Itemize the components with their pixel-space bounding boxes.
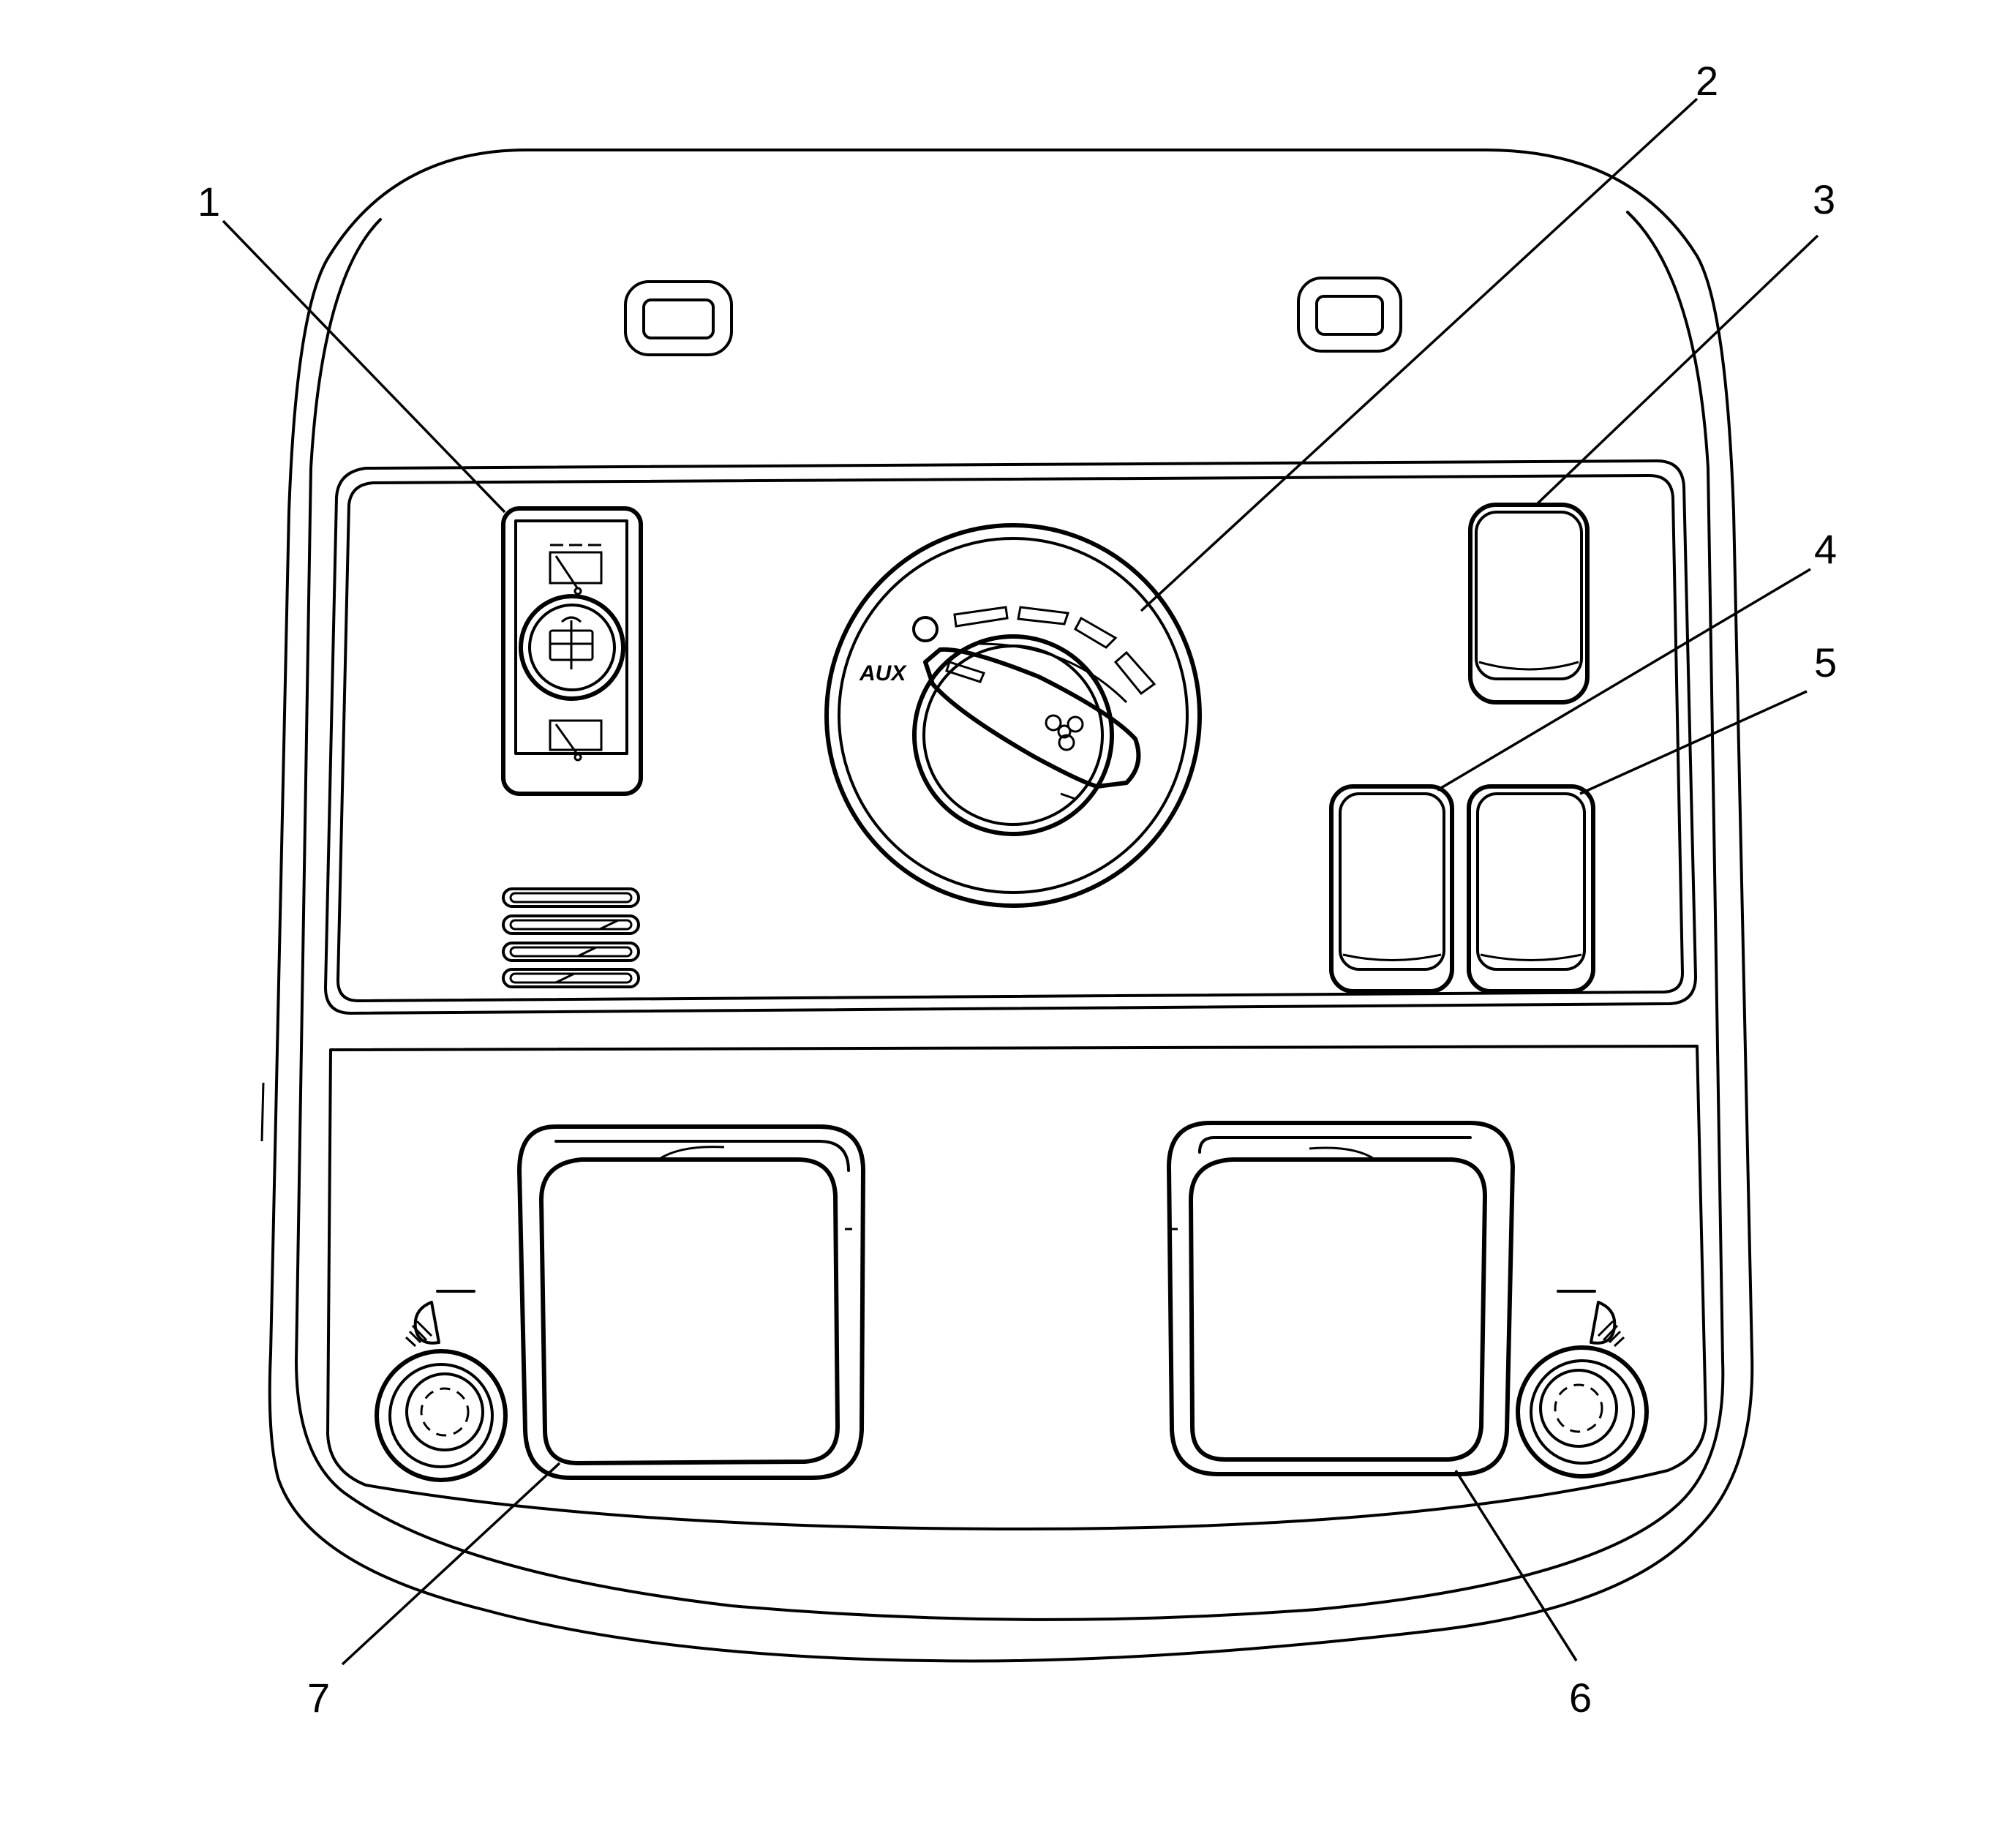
switch-lower-right[interactable] <box>1467 784 1595 993</box>
leader-lines <box>222 97 1819 1666</box>
callout-1: 1 <box>198 179 220 225</box>
speaker-grille <box>502 887 640 988</box>
callout-3: 3 <box>1813 176 1835 222</box>
callout-4: 4 <box>1814 526 1837 572</box>
callout-5: 5 <box>1814 639 1837 685</box>
aux-blower-control-dial[interactable]: AUX <box>824 523 1202 908</box>
reading-lamp-icon <box>1557 1290 1625 1348</box>
reading-lamp-icon <box>405 1290 475 1348</box>
lamp-button-right[interactable] <box>1516 1290 1649 1479</box>
reading-lamp-right[interactable] <box>1167 1121 1515 1476</box>
callout-6: 6 <box>1569 1675 1592 1721</box>
fan-icon <box>1045 714 1084 751</box>
fan-speed-indicators <box>912 606 1156 696</box>
upper-control-panel <box>324 459 1697 1015</box>
washer-icon <box>549 616 594 669</box>
callouts: 1 2 3 4 5 6 7 <box>198 58 1837 1721</box>
lamp-button-left[interactable] <box>375 1290 508 1482</box>
wiper-washer-switch[interactable] <box>501 506 643 796</box>
callout-7: 7 <box>307 1675 330 1721</box>
callout-2: 2 <box>1696 58 1718 104</box>
top-clip-right <box>1297 277 1402 353</box>
reading-lamp-left[interactable] <box>517 1124 865 1480</box>
switch-lower-left[interactable] <box>1329 784 1454 993</box>
top-clip-left <box>624 280 733 356</box>
rear-wiper-icon <box>549 544 603 595</box>
lower-lamp-panel <box>326 1045 1707 1530</box>
dial-knob[interactable] <box>923 647 1141 800</box>
switch-upper-right[interactable] <box>1468 503 1590 705</box>
aux-label: AUX <box>859 661 907 685</box>
wiper-icon <box>549 719 603 762</box>
console-housing <box>260 149 1754 1663</box>
